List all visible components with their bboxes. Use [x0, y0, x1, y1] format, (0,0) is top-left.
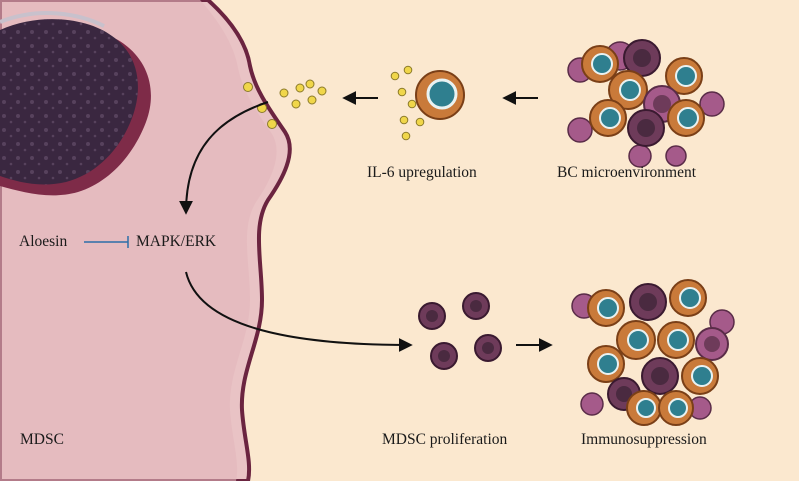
bc-microenvironment-cluster	[567, 39, 725, 168]
arrow-mapk-to-proliferation	[185, 271, 413, 352]
immunosuppression-label: Immunosuppression	[581, 431, 707, 448]
mdsc-proliferation-label: MDSC proliferation	[382, 431, 508, 448]
bc-microenvironment-label: BC microenvironment	[557, 164, 697, 181]
inhibition-line	[84, 236, 129, 248]
immunosuppression-cluster	[571, 279, 735, 426]
arrow-membrane-to-mapk	[179, 101, 269, 215]
mdsc-label: MDSC	[20, 431, 64, 448]
aloesin-label: Aloesin	[19, 233, 68, 250]
mdsc-nucleus	[0, 11, 151, 196]
mapk-erk-label: MAPK/ERK	[136, 233, 217, 250]
il6-secreting-cell	[390, 65, 465, 141]
proliferating-mdsc-cells	[418, 292, 502, 370]
il6-upregulation-label: IL-6 upregulation	[367, 164, 477, 181]
